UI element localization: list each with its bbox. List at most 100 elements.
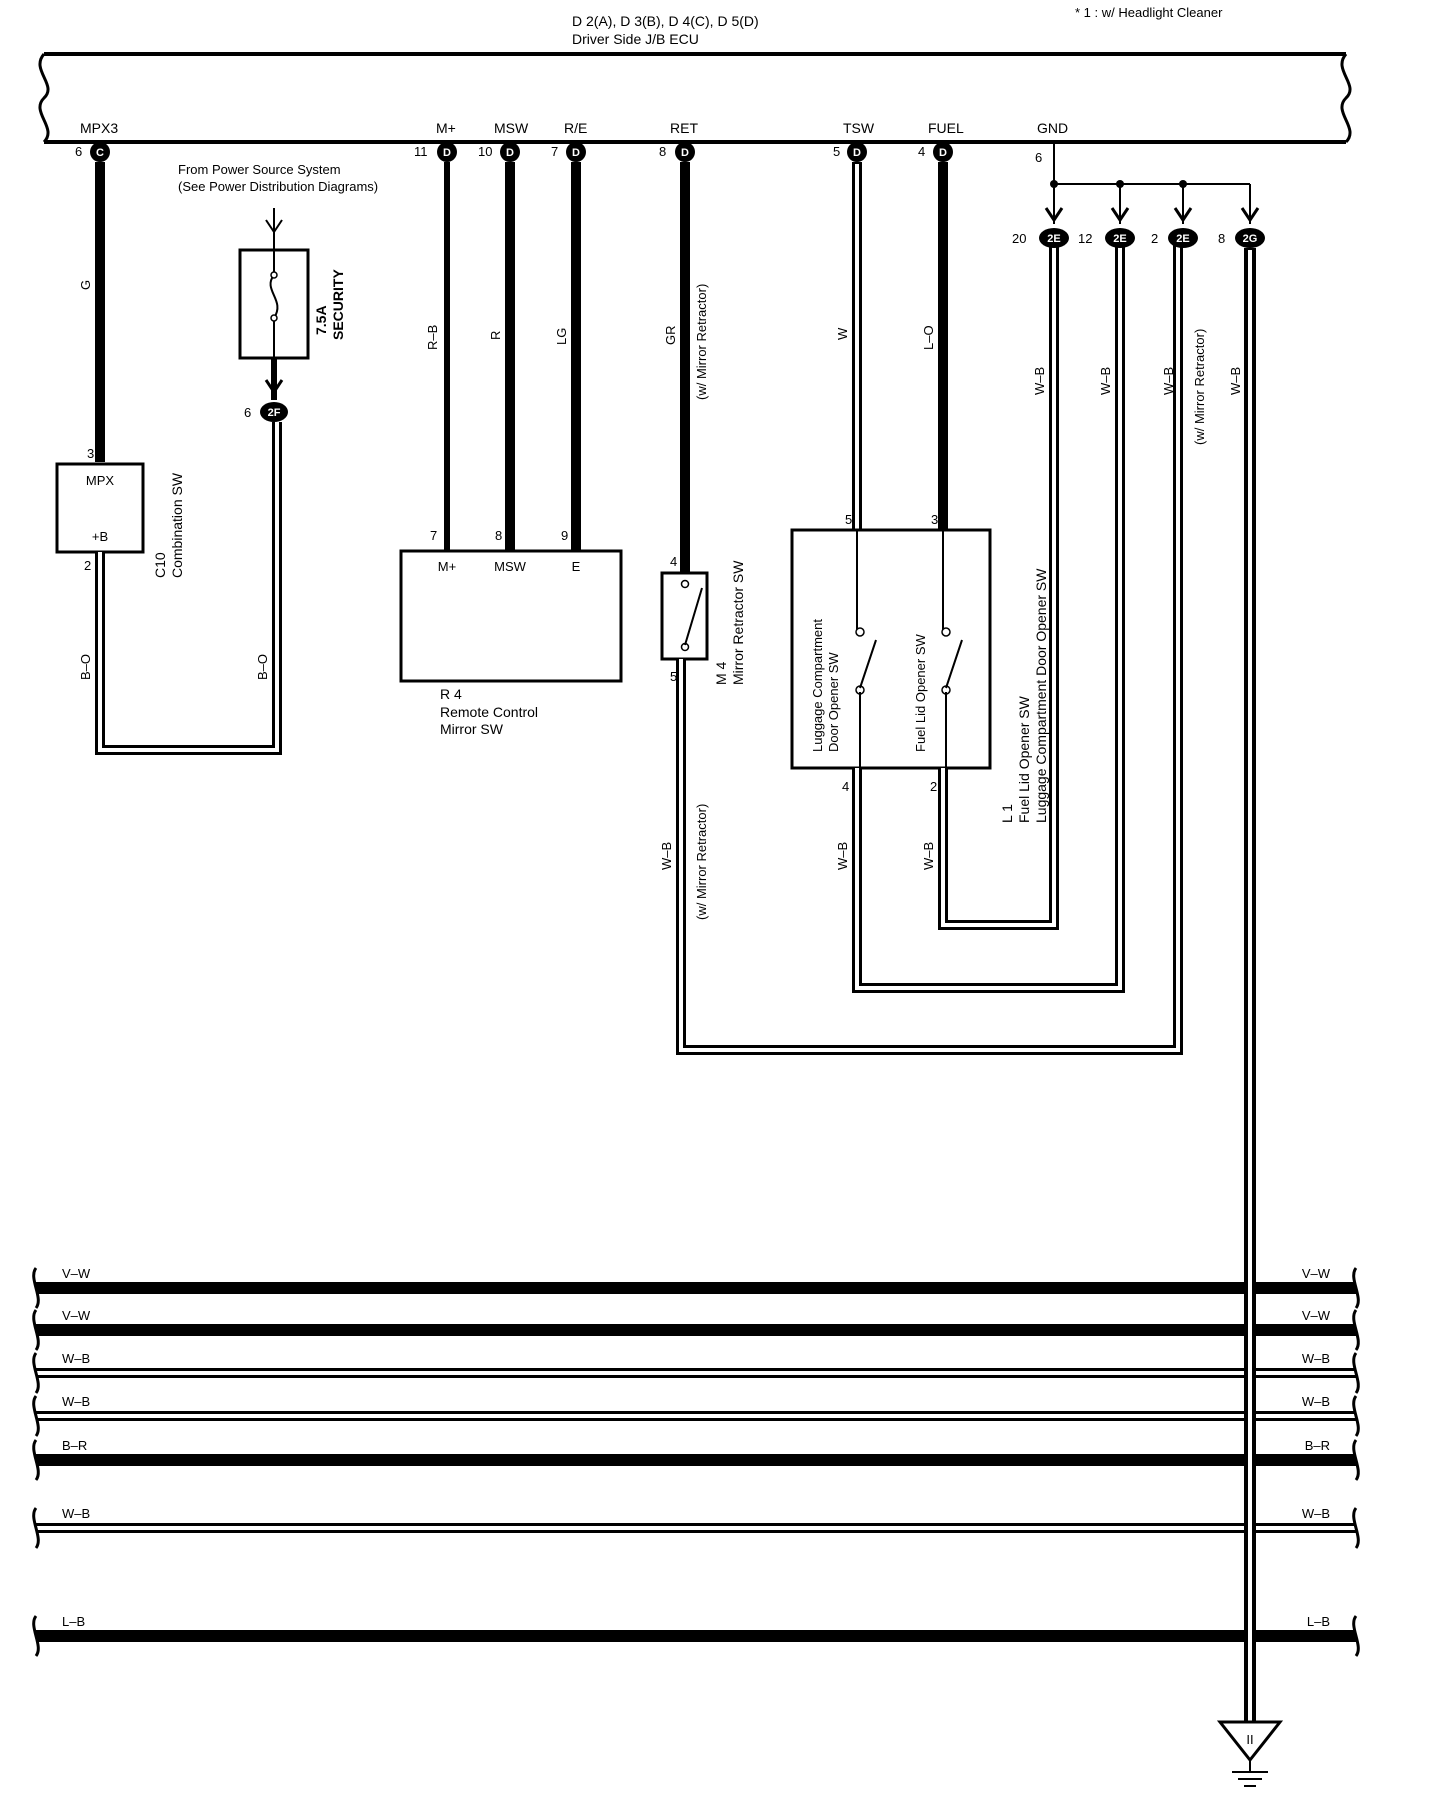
connector-2f: 2F [260,402,288,422]
terminal-mpx3-label: MPX3 [80,120,118,136]
wire-color-c10-out: B–O [78,654,93,680]
note-gnd3-mirror-retractor: (w/ Mirror Retractor) [1192,329,1207,445]
l1-code: L 1 [999,804,1015,823]
combination-sw-box [55,462,145,554]
m4-pin-top: 4 [670,554,677,569]
bus-wire-label-left: W–B [62,1506,90,1521]
svg-text:2E: 2E [1113,233,1126,245]
wire-color-fuel: L–O [921,325,936,350]
power-source-line2: (See Power Distribution Diagrams) [178,179,378,194]
svg-text:2E: 2E [1176,233,1189,245]
pin-2f: 6 [244,405,251,420]
svg-text:2G: 2G [1243,233,1258,245]
l1-name1: Fuel Lid Opener SW [1016,695,1032,823]
combination-sw-mpx: MPX [86,473,115,488]
l1-pin-bot-right: 2 [930,779,937,794]
pin-mpx3: 6 [75,144,82,159]
bus-wire-label-right: W–B [1302,1351,1330,1366]
pin-2e-12: 12 [1078,231,1092,246]
pin-msw: 10 [478,144,492,159]
wire-break-icon [32,1395,40,1437]
wire-color-tsw: W [835,327,850,340]
combination-sw-pin-bottom: 2 [84,558,91,573]
wire-break-icon [32,1267,40,1309]
opener-inner-luggage2: Door Opener SW [826,652,841,752]
pin-re: 7 [551,144,558,159]
connector-mplus: D [437,142,457,162]
ground-label: II [1246,1732,1253,1747]
m4-pin-bottom: 5 [670,669,677,684]
svg-text:2E: 2E [1047,233,1060,245]
opener-inner-luggage1: Luggage Compartment [810,619,825,752]
terminal-fuel-label: FUEL [928,120,964,136]
svg-text:D: D [939,147,947,159]
wire-break-icon [1352,1395,1360,1437]
wire-break-icon [1352,1352,1360,1394]
svg-text:D: D [443,147,451,159]
r4-pin1: 7 [430,528,437,543]
arrow-down-icon [265,219,283,234]
svg-text:2F: 2F [268,407,281,419]
wire-l1-pin2-inner [941,236,1056,927]
l1-pin-bot-left: 4 [842,779,849,794]
wire-break-icon [1352,1267,1360,1309]
wire-break-icon [1352,1507,1360,1549]
bus-wire-label-left: W–B [62,1394,90,1409]
r4-pin3: 9 [561,528,568,543]
svg-text:D: D [506,147,514,159]
connector-2e-20: 2E [1039,228,1069,248]
combination-sw-pin-top: 3 [87,446,94,461]
l1-pin-top-left: 5 [845,512,852,527]
terminal-ret-label: RET [670,120,698,136]
wire-m4-out-inner [679,236,1180,1052]
wire-break-icon [32,1439,40,1481]
wire-break-icon [1352,1309,1360,1351]
pin-2e-20: 20 [1012,231,1026,246]
svg-text:C: C [96,147,104,159]
wire-color-re: LG [554,328,569,345]
terminal-gnd-label: GND [1037,120,1068,136]
r4-label1: M+ [438,559,456,574]
wire-color-gnd4: W–B [1228,367,1243,395]
connector-msw: D [500,142,520,162]
svg-text:D: D [853,147,861,159]
r4-code: R 4 [440,686,462,702]
terminal-mplus-label: M+ [436,120,456,136]
ecu-connectors-label: D 2(A), D 3(B), D 4(C), D 5(D) [572,13,759,29]
wire-break-icon [1352,1439,1360,1481]
bus-wire-label-left: W–B [62,1351,90,1366]
connector-2g-8: 2G [1235,228,1265,248]
pin-2g-8: 8 [1218,231,1225,246]
wire-color-ret: GR [663,326,678,346]
pin-gnd: 6 [1035,150,1042,165]
pin-ret: 8 [659,144,666,159]
wire-break-icon [32,1309,40,1351]
l1-pin-top-right: 3 [931,512,938,527]
arrow-down-icon [1173,207,1193,223]
ecu-name-label: Driver Side J/B ECU [572,31,699,47]
fuse-icon [269,274,279,319]
svg-text:D: D [681,147,689,159]
wire-bo-loop-inner [98,422,279,752]
r4-pin2: 8 [495,528,502,543]
svg-text:D: D [572,147,580,159]
bus-wire-label-left: V–W [62,1308,91,1323]
bus-wire-label-right: W–B [1302,1506,1330,1521]
wire-break-icon [32,1615,40,1657]
wire-color-gnd1: W–B [1032,367,1047,395]
connector-fuel: D [933,142,953,162]
bus-wire-label-left: L–B [62,1614,85,1629]
wire-color-l1-pin4: W–B [835,842,850,870]
wire-color-mpx3: G [78,280,93,290]
terminal-tsw-label: TSW [843,120,875,136]
ecu-bar [38,52,1352,144]
wire-l1-pin4-inner [855,236,1122,990]
bus-wire-3: W–B W–B [32,1351,1360,1394]
arrow-down-icon [1240,207,1260,223]
wire-color-m4-out: W–B [659,842,674,870]
